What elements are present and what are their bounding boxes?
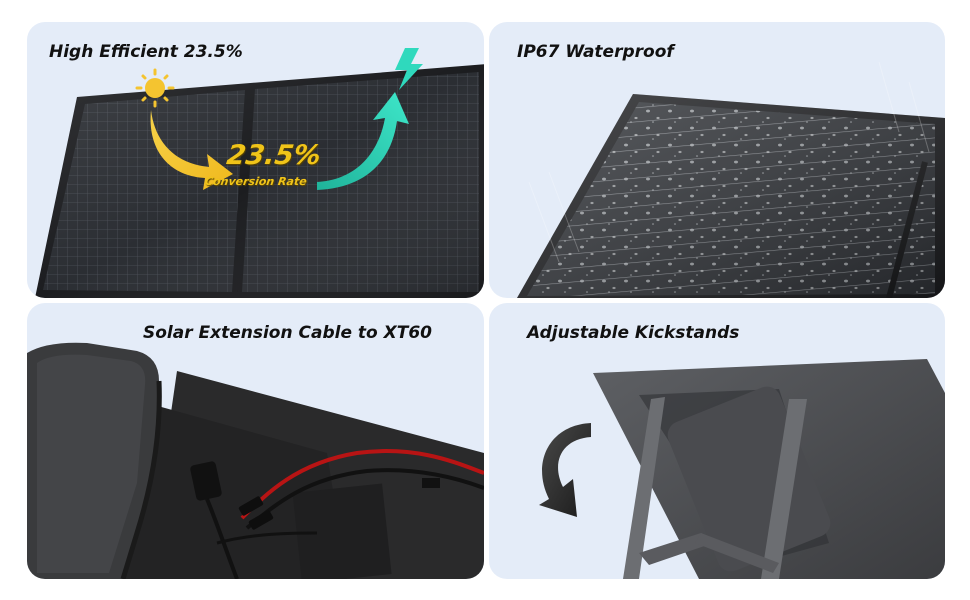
conversion-rate-label: Conversion Rate: [204, 175, 308, 188]
extension-cable-image: [27, 342, 484, 579]
waterproof-caption: IP67 Waterproof: [517, 42, 674, 62]
kickstand-caption: Adjustable Kickstands: [527, 323, 740, 343]
kickstand-image: [539, 359, 945, 579]
cable-caption: Solar Extension Cable to XT60: [143, 323, 432, 343]
wet-solar-panel-image: [517, 61, 945, 298]
solar-panel-image: [35, 48, 484, 298]
cable-panel: Solar Extension Cable to XT60: [27, 303, 484, 579]
teal-arrow-icon: [317, 92, 409, 190]
yellow-arrow-icon: [150, 110, 233, 190]
kickstand-panel: Adjustable Kickstands: [489, 303, 945, 579]
efficiency-panel: High Efficient 23.5%: [27, 22, 484, 298]
lightning-icon: [395, 48, 423, 90]
sun-icon: [135, 68, 175, 108]
efficiency-caption: High Efficient 23.5%: [49, 42, 243, 62]
rotate-arrow-icon: [539, 423, 591, 517]
conversion-rate-value: 23.5%: [224, 140, 323, 171]
waterproof-panel: IP67 Waterproof: [489, 22, 945, 298]
